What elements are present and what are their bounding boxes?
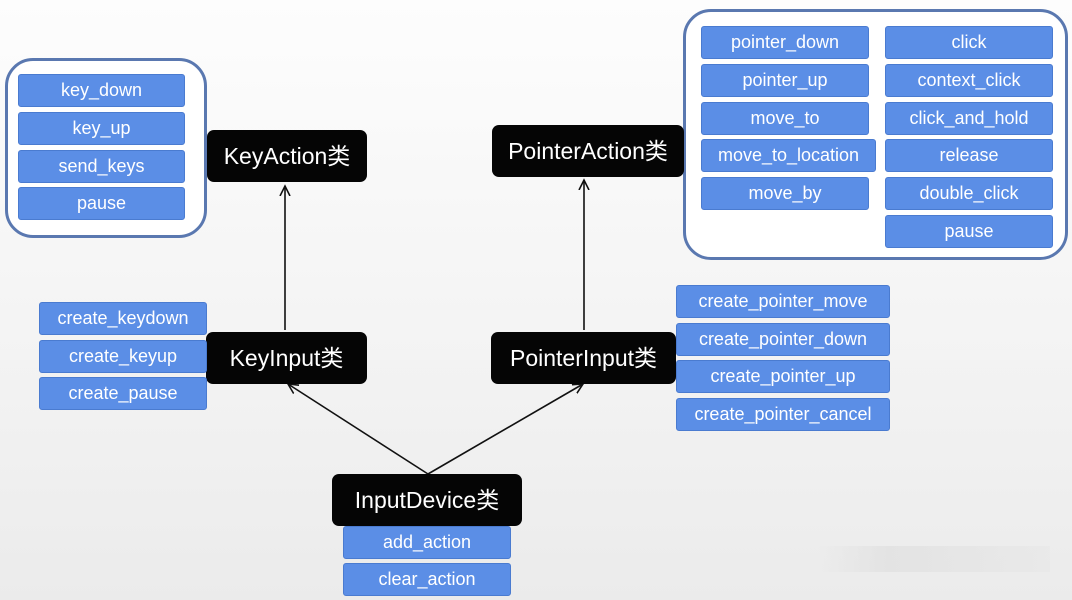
class-pointer-action: PointerAction类	[492, 125, 684, 177]
method-move-by: move_by	[701, 177, 869, 210]
method-key-down: key_down	[18, 74, 185, 107]
watermark-smudge	[818, 546, 1050, 572]
method-create-pointer-move: create_pointer_move	[676, 285, 890, 318]
method-release: release	[885, 139, 1053, 172]
method-add-action: add_action	[343, 526, 511, 559]
method-create-keydown: create_keydown	[39, 302, 207, 335]
method-pointer-down: pointer_down	[701, 26, 869, 59]
method-context-click: context_click	[885, 64, 1053, 97]
class-key-action: KeyAction类	[207, 130, 367, 182]
method-create-keyup: create_keyup	[39, 340, 207, 373]
class-key-input: KeyInput类	[206, 332, 367, 384]
method-double-click: double_click	[885, 177, 1053, 210]
method-pointer-up: pointer_up	[701, 64, 869, 97]
method-move-to: move_to	[701, 102, 869, 135]
method-click-and-hold: click_and_hold	[885, 102, 1053, 135]
method-move-to-location: move_to_location	[701, 139, 876, 172]
class-input-device: InputDevice类	[332, 474, 522, 526]
class-pointer-input: PointerInput类	[491, 332, 676, 384]
method-click: click	[885, 26, 1053, 59]
method-send-keys: send_keys	[18, 150, 185, 183]
method-key-up: key_up	[18, 112, 185, 145]
arrow-inputdevice-to-keyinput	[288, 384, 429, 475]
method-clear-action: clear_action	[343, 563, 511, 596]
method-create-pointer-up: create_pointer_up	[676, 360, 890, 393]
method-pointer-pause: pause	[885, 215, 1053, 248]
method-create-pause: create_pause	[39, 377, 207, 410]
method-key-pause: pause	[18, 187, 185, 220]
method-create-pointer-down: create_pointer_down	[676, 323, 890, 356]
arrow-inputdevice-to-pointerinput	[427, 384, 583, 475]
method-create-pointer-cancel: create_pointer_cancel	[676, 398, 890, 431]
